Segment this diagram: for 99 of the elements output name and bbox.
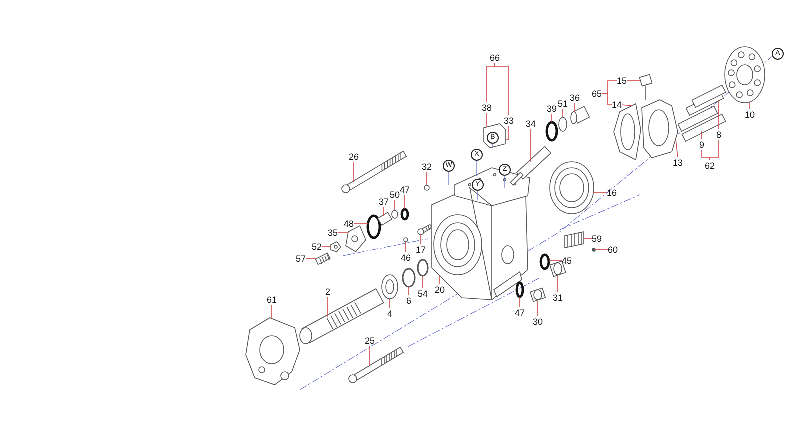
callout-number: 4	[388, 308, 393, 320]
o-ring-drawing	[400, 208, 410, 221]
leader-line	[548, 260, 562, 262]
piston-drawing	[686, 84, 726, 116]
callout-number: 38	[482, 102, 492, 114]
callout-number: 34	[526, 118, 536, 130]
callout-number: 33	[504, 116, 514, 126]
callout-number: 30	[533, 316, 544, 328]
callout-number: 61	[267, 294, 278, 306]
leader-line	[574, 103, 576, 113]
callout-number: 6	[406, 296, 412, 306]
callout-number: 35	[328, 228, 338, 238]
leader-line	[676, 140, 678, 158]
plug-drawing	[424, 185, 430, 191]
leader-line	[593, 192, 608, 194]
leader-line	[426, 172, 428, 186]
housing-drawing	[432, 160, 530, 300]
leader-line	[562, 109, 564, 118]
callout-number: 45	[562, 256, 572, 266]
pin-drawing	[418, 224, 432, 236]
holder-drawing	[614, 103, 642, 161]
ring-drawing	[558, 117, 568, 132]
valve-plate-drawing	[724, 46, 766, 104]
ring-drawing	[417, 259, 429, 277]
callout-number: 10	[745, 110, 756, 120]
piston-drawing	[678, 106, 726, 142]
plate-drawing	[550, 162, 594, 214]
leader-line	[530, 129, 532, 162]
callout-number: 31	[553, 292, 564, 304]
o-ring-drawing	[366, 214, 382, 240]
leader-line	[602, 94, 612, 106]
plug-drawing	[530, 288, 546, 302]
o-ring-drawing	[516, 282, 524, 298]
callout-number: 26	[349, 152, 360, 162]
leader-line	[702, 150, 710, 161]
pin-drawing	[639, 74, 653, 100]
callout-number: 37	[379, 196, 390, 208]
callout-number: 54	[418, 288, 428, 300]
callout-number: 2	[326, 286, 331, 298]
leader-line	[420, 234, 422, 245]
leader-line	[404, 195, 406, 210]
shaft-drawing	[300, 288, 384, 344]
callout-number: 32	[422, 162, 432, 172]
callout-number: 15	[617, 76, 628, 86]
seal-drawing	[382, 274, 398, 300]
leader-line	[718, 100, 720, 130]
callout-number: 9	[700, 140, 705, 150]
leader-line	[486, 113, 488, 128]
o-ring-drawing	[540, 254, 550, 270]
callout-number: 52	[312, 242, 322, 252]
callout-number: 16	[607, 188, 618, 198]
spring-drawing	[315, 252, 331, 266]
swash-plate-drawing	[642, 100, 678, 158]
bolt-drawing	[348, 346, 404, 384]
callout-number: 60	[608, 244, 618, 256]
callout-number: 48	[344, 218, 354, 230]
ring-drawing	[402, 268, 416, 288]
callout-number: 47	[515, 308, 526, 318]
callout-number: 59	[592, 234, 602, 244]
callout-number: 14	[612, 100, 622, 110]
callout-number: 51	[558, 98, 568, 110]
leader-line	[626, 80, 641, 82]
leader-line	[494, 63, 510, 116]
leader-line	[306, 258, 318, 260]
callout-number: 17	[416, 244, 426, 256]
ring-drawing	[392, 210, 398, 219]
callout-number: 66	[490, 52, 500, 64]
o-ring-drawing	[546, 121, 558, 142]
callout-number: 47	[400, 184, 410, 196]
leader-line	[394, 200, 396, 211]
leader-line	[622, 104, 632, 106]
ring-drawing	[377, 212, 393, 226]
pin-drawing	[404, 238, 408, 242]
bolt-drawing	[342, 150, 408, 194]
callout-number: 13	[673, 158, 684, 168]
leader-line	[408, 286, 410, 296]
shaft-drawing	[510, 146, 552, 186]
cover-drawing	[246, 318, 300, 386]
plug-drawing	[570, 106, 590, 124]
nut-drawing	[330, 242, 342, 252]
callout-number: 65	[592, 88, 602, 100]
callout-number: 20	[435, 284, 446, 296]
callout-number: 50	[390, 190, 400, 200]
pin-drawing	[592, 248, 596, 252]
leader-line	[422, 276, 424, 289]
leader-line	[584, 238, 592, 240]
leader-line	[338, 232, 349, 234]
leader-line	[322, 246, 332, 248]
callout-number: 36	[570, 92, 580, 104]
callout-number: 57	[296, 254, 306, 264]
leader-line	[486, 63, 496, 103]
spring-drawing	[564, 232, 584, 248]
callout-number: 25	[365, 336, 376, 346]
leader-line	[710, 140, 720, 161]
callout-number: 39	[547, 104, 558, 114]
leader-line	[506, 126, 510, 140]
callout-number: 46	[401, 252, 412, 264]
callout-number: 62	[705, 160, 716, 172]
callout-number: 8	[716, 130, 722, 140]
